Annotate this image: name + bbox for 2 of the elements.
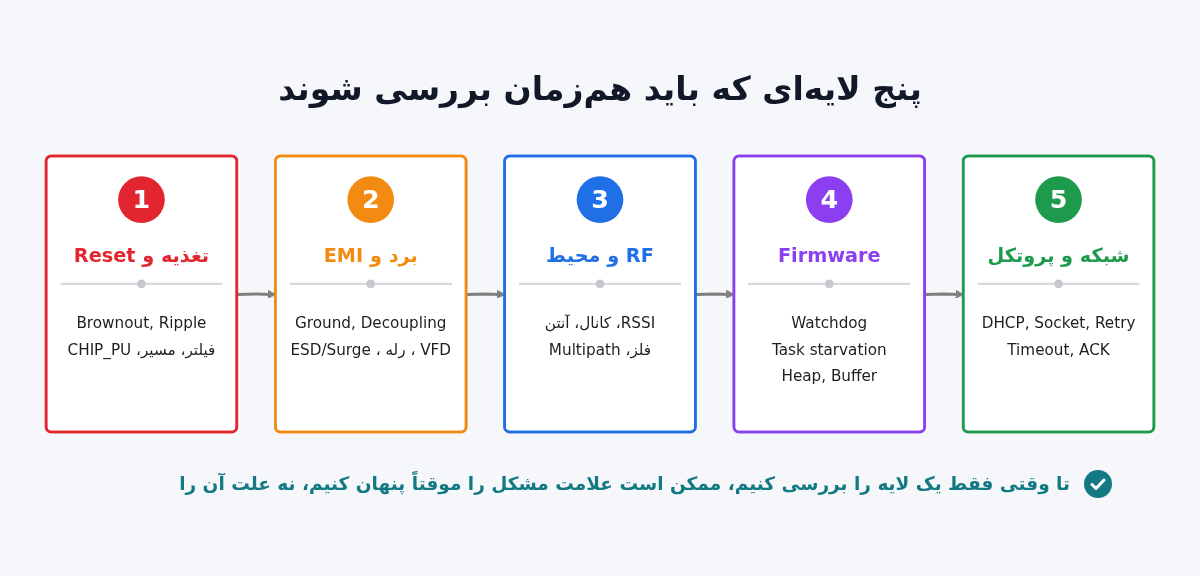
caption: تا وقتی فقط یک لایه را بررسی کنیم، ممکن است علامت مشکل را موقتاً پنهان کنیم، نه علت آن را xyxy=(179,471,1070,496)
title: پنج لایه‌ای که باید هم‌زمان بررسی شوند xyxy=(278,68,922,111)
